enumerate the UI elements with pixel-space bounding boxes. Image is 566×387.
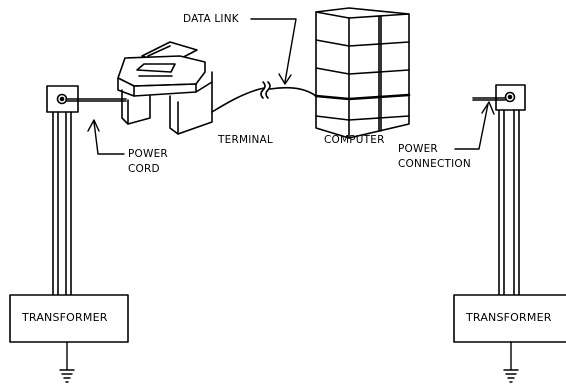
leader-lines [87,18,495,155]
left-utility-pole [46,85,79,296]
data-link-label: DATA LINK [183,13,239,25]
right-utility-pole [495,84,526,296]
transformer-left-label: TRANSFORMER [22,311,108,324]
terminal-device [117,41,213,135]
transformer-right-label: TRANSFORMER [466,311,552,324]
transformer-box-right [453,294,566,343]
power-cord-line [65,98,127,102]
ground-symbol-right [503,341,519,383]
data-link-cable [211,81,317,113]
transformer-box-left [9,294,129,343]
ground-symbol-left [59,341,75,383]
computer-cabinet [314,7,411,139]
power-connection-label-line2: CONNECTION [398,158,471,170]
power-connection-label-line1: POWER [398,143,438,155]
terminal-label: TERMINAL [218,134,273,146]
computer-label: COMPUTER [324,134,385,146]
power-cord-label-line1: POWER [128,148,168,160]
power-cord-label-line2: CORD [128,163,160,175]
power-connection-line [472,97,506,101]
